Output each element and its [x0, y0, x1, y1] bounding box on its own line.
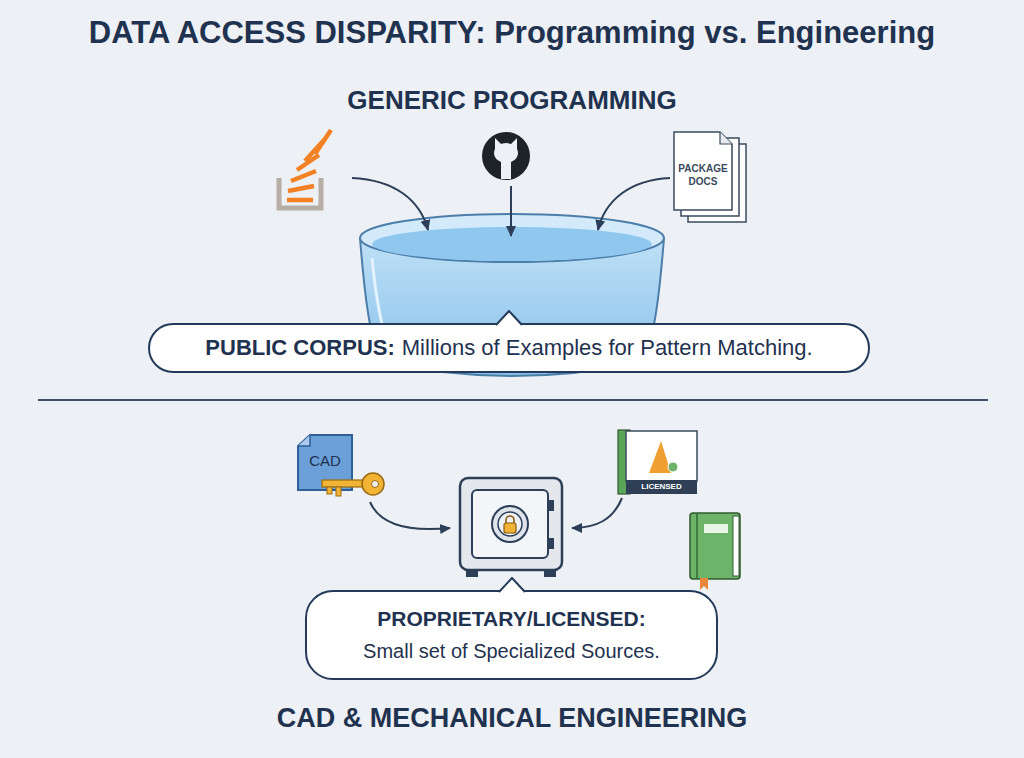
stackoverflow-icon [279, 130, 331, 208]
callout-pointer [498, 577, 526, 594]
safe-dial [492, 506, 528, 542]
icon-ear [510, 138, 517, 150]
key-tooth [327, 487, 332, 494]
license-band [626, 480, 697, 494]
safe-hinge [548, 538, 554, 549]
icon-neck [501, 160, 511, 179]
licensed-node: LICENSED [617, 429, 699, 497]
key-hole [372, 481, 379, 488]
flow-arrow [352, 178, 428, 230]
callout-pointer-edge [496, 311, 522, 325]
bowl-water [372, 227, 652, 261]
safe-icon [460, 478, 562, 577]
book-label [704, 524, 728, 533]
icon-bar [288, 186, 314, 191]
book-cover [690, 513, 740, 579]
callout-heading: PROPRIETARY/LICENSED: [377, 606, 645, 632]
safe-dial-inner [498, 512, 522, 536]
callout-pointer-fill [495, 311, 523, 327]
book-pages [733, 516, 739, 576]
callout-box: PUBLIC CORPUS: Millions of Examples for P… [148, 323, 870, 373]
book-icon [690, 513, 740, 590]
callout-pointer-fill [498, 578, 526, 594]
key-tooth [336, 487, 341, 496]
cad-file-fold [298, 435, 310, 446]
callout-pointer [495, 310, 523, 327]
document-fold [720, 132, 732, 144]
section-heading: GENERIC PROGRAMMING [200, 84, 824, 116]
flow-arrow [370, 502, 450, 529]
icon-disc [482, 132, 530, 180]
icon-bar [291, 171, 316, 181]
flow-arrow [572, 498, 622, 528]
callout-box: PROPRIETARY/LICENSED: Small set of Specia… [305, 590, 718, 680]
icon-bar [315, 130, 331, 154]
cad-node: CAD [294, 432, 356, 496]
key-bow [362, 473, 384, 495]
callout-body: Small set of Specialized Sources. [363, 638, 660, 664]
cad-file-body [298, 435, 352, 490]
license-screen [626, 431, 697, 481]
diagram-title: DATA ACCESS DISPARITY: Programming vs. E… [0, 14, 1024, 52]
license-label: LICENSED [626, 481, 697, 493]
icon-bar [287, 198, 313, 203]
safe-door [472, 490, 548, 558]
icon-tray [279, 178, 321, 208]
safe-hinge [548, 500, 554, 511]
license-badge [668, 462, 678, 472]
book-spine [696, 514, 698, 578]
padlock-body [504, 523, 516, 533]
flow-arrow [598, 178, 670, 230]
bowl-rim [360, 214, 664, 262]
section-heading: CAD & MECHANICAL ENGINEERING [150, 702, 874, 735]
callout-pointer-edge [499, 578, 525, 592]
github-icon [482, 132, 530, 180]
document-node: PACKAGE DOCS [672, 130, 754, 224]
flow-arrow [510, 186, 512, 236]
key-shaft [322, 480, 366, 487]
book-bookmark [700, 578, 708, 590]
key-icon [322, 473, 384, 496]
callout-heading: PUBLIC CORPUS: [205, 335, 394, 361]
section-divider [38, 399, 988, 401]
document-label: PACKAGE DOCS [676, 162, 730, 188]
icon-ear [495, 138, 502, 150]
document-page [674, 132, 732, 210]
callout-body: Millions of Examples for Pattern Matchin… [402, 335, 813, 361]
safe-body [460, 478, 562, 570]
cad-label: CAD [300, 452, 350, 470]
